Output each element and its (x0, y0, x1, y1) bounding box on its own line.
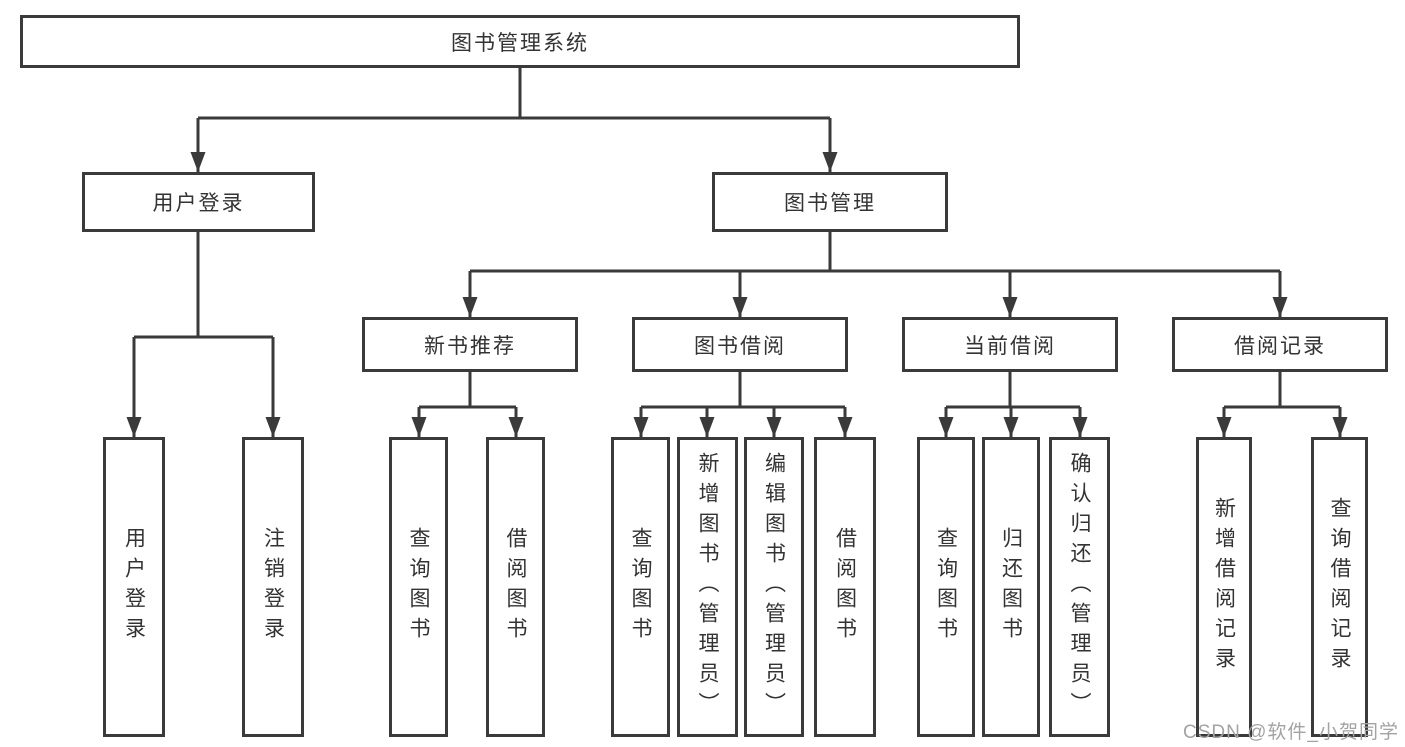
leaf-query-books-recommend: 查询图书 (389, 437, 448, 737)
leaf-query-borrow-record-label: 查询借阅记录 (1328, 497, 1351, 677)
leaf-confirm-return-admin: 确认归还（管理员） (1049, 437, 1110, 737)
node-book-management-label: 图书管理 (784, 192, 876, 215)
node-current-borrow: 当前借阅 (902, 317, 1118, 372)
leaf-borrow-books-recommend-label: 借阅图书 (504, 527, 527, 647)
leaf-query-books-current-label: 查询图书 (934, 527, 958, 647)
leaf-edit-books-admin-label: 编辑图书（管理员） (762, 452, 786, 722)
leaf-return-books-label: 归还图书 (999, 527, 1023, 647)
node-root-system: 图书管理系统 (20, 15, 1020, 68)
node-borrow-records: 借阅记录 (1172, 317, 1388, 372)
leaf-user-login: 用户登录 (103, 437, 165, 737)
connector-book-mgmt-family (462, 232, 1288, 317)
leaf-logout-label: 注销登录 (261, 527, 285, 647)
leaf-return-books: 归还图书 (982, 437, 1040, 737)
node-root-label: 图书管理系统 (451, 31, 589, 55)
node-user-login: 用户登录 (82, 172, 315, 232)
connector-user-login-family (126, 232, 281, 437)
leaf-borrow-books-label: 借阅图书 (833, 527, 857, 647)
leaf-query-borrow-record: 查询借阅记录 (1311, 437, 1368, 737)
node-borrow-records-label: 借阅记录 (1234, 334, 1326, 358)
csdn-watermark: CSDN @软件_小贺同学 (1183, 722, 1399, 743)
leaf-query-books-current: 查询图书 (917, 437, 975, 737)
connector-current-family (938, 372, 1088, 437)
node-new-book-recommend-label: 新书推荐 (424, 334, 516, 358)
leaf-borrow-books-recommend: 借阅图书 (486, 437, 545, 737)
connector-root-family (190, 68, 838, 172)
leaf-add-borrow-record-label: 新增借阅记录 (1212, 497, 1236, 677)
leaf-confirm-return-admin-label: 确认归还（管理员） (1068, 452, 1091, 722)
connector-records-family (1216, 372, 1348, 437)
connector-borrow-family (633, 372, 853, 437)
connector-new-rec-family (411, 372, 524, 437)
leaf-add-books-admin-label: 新增图书（管理员） (696, 452, 719, 722)
leaf-query-books-recommend-label: 查询图书 (407, 527, 430, 647)
leaf-borrow-books: 借阅图书 (814, 437, 876, 737)
node-book-borrow: 图书借阅 (632, 317, 848, 372)
node-book-borrow-label: 图书借阅 (694, 334, 786, 358)
leaf-edit-books-admin: 编辑图书（管理员） (744, 437, 804, 737)
node-book-management: 图书管理 (712, 172, 948, 232)
leaf-query-books-borrow: 查询图书 (611, 437, 670, 737)
leaf-user-login-label: 用户登录 (122, 527, 146, 647)
node-user-login-label: 用户登录 (152, 192, 245, 215)
node-new-book-recommend: 新书推荐 (362, 317, 578, 372)
leaf-add-borrow-record: 新增借阅记录 (1196, 437, 1252, 737)
node-current-borrow-label: 当前借阅 (964, 334, 1056, 358)
leaf-add-books-admin: 新增图书（管理员） (677, 437, 738, 737)
leaf-query-books-borrow-label: 查询图书 (629, 527, 652, 647)
leaf-logout: 注销登录 (242, 437, 304, 737)
